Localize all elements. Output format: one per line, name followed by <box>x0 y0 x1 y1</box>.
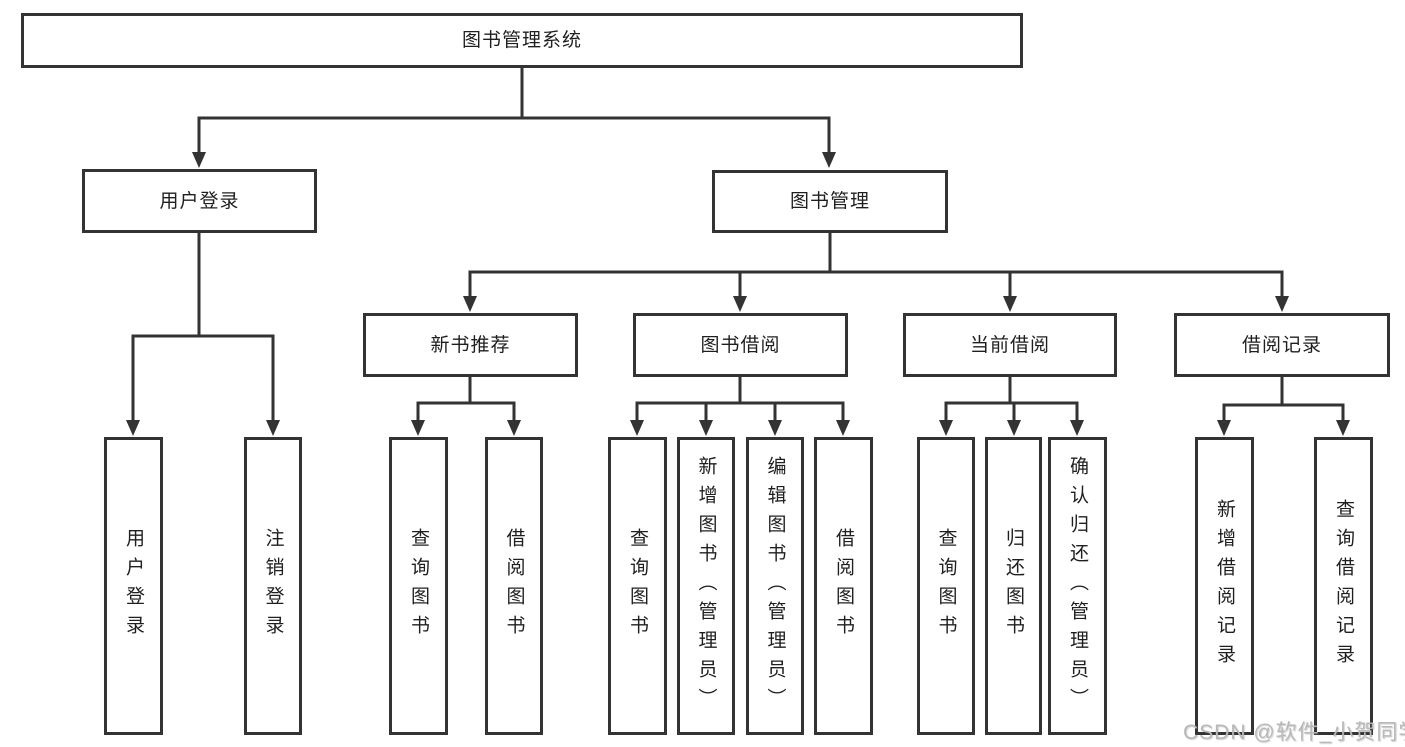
node-root: 图书管理系统 <box>21 13 1023 68</box>
node-current-borrow: 当前借阅 <box>903 313 1117 377</box>
node-user-login: 用户登录 <box>82 169 317 233</box>
node-label: 用户登录 <box>159 190 240 212</box>
leaf-logout: 注销登录 <box>244 437 302 735</box>
node-label: 查询图书 <box>935 528 957 644</box>
node-label: 当前借阅 <box>969 334 1050 356</box>
leaf-borrow-add-book-admin: 新增图书（管理员） <box>677 437 735 735</box>
node-new-book-recommend: 新书推荐 <box>363 313 578 377</box>
node-label: 用户登录 <box>123 528 144 644</box>
leaf-record-query-borrow-record: 查询借阅记录 <box>1314 437 1373 735</box>
node-book-management: 图书管理 <box>712 170 948 233</box>
node-label: 借阅记录 <box>1241 334 1322 356</box>
node-label: 新增图书（管理员） <box>695 455 717 717</box>
leaf-borrow-edit-book-admin: 编辑图书（管理员） <box>746 437 804 735</box>
node-book-borrow: 图书借阅 <box>633 313 848 377</box>
node-label: 查询图书 <box>408 528 429 644</box>
connectors <box>126 68 1350 436</box>
csdn-watermark: CSDN @软件_小贺同学 <box>1183 721 1405 744</box>
node-label: 新书推荐 <box>430 334 511 356</box>
node-label: 归还图书 <box>1003 528 1024 644</box>
leaf-borrow-borrow-book: 借阅图书 <box>814 437 873 735</box>
leaf-current-confirm-return-admin: 确认归还（管理员） <box>1048 437 1107 735</box>
leaf-borrow-query-book: 查询图书 <box>608 437 667 735</box>
node-label: 注销登录 <box>262 528 284 644</box>
node-label: 图书借阅 <box>700 334 781 356</box>
node-label: 确认归还（管理员） <box>1067 455 1088 717</box>
node-borrow-record: 借阅记录 <box>1174 313 1390 377</box>
leaf-recommend-borrow-book: 借阅图书 <box>485 437 543 735</box>
leaf-user-login: 用户登录 <box>104 437 163 735</box>
node-label: 新增借阅记录 <box>1214 499 1235 673</box>
node-label: 查询图书 <box>627 528 648 644</box>
leaf-recommend-query-book: 查询图书 <box>389 437 448 735</box>
node-label: 图书管理 <box>789 191 870 212</box>
leaf-current-query-book: 查询图书 <box>917 437 975 735</box>
node-label: 借阅图书 <box>833 528 854 644</box>
leaf-record-add-borrow-record: 新增借阅记录 <box>1195 437 1254 735</box>
node-label: 编辑图书（管理员） <box>764 455 786 717</box>
leaf-current-return-book: 归还图书 <box>985 437 1042 735</box>
node-label: 借阅图书 <box>503 528 525 644</box>
node-label: 查询借阅记录 <box>1333 499 1354 673</box>
node-label: 图书管理系统 <box>461 30 582 51</box>
